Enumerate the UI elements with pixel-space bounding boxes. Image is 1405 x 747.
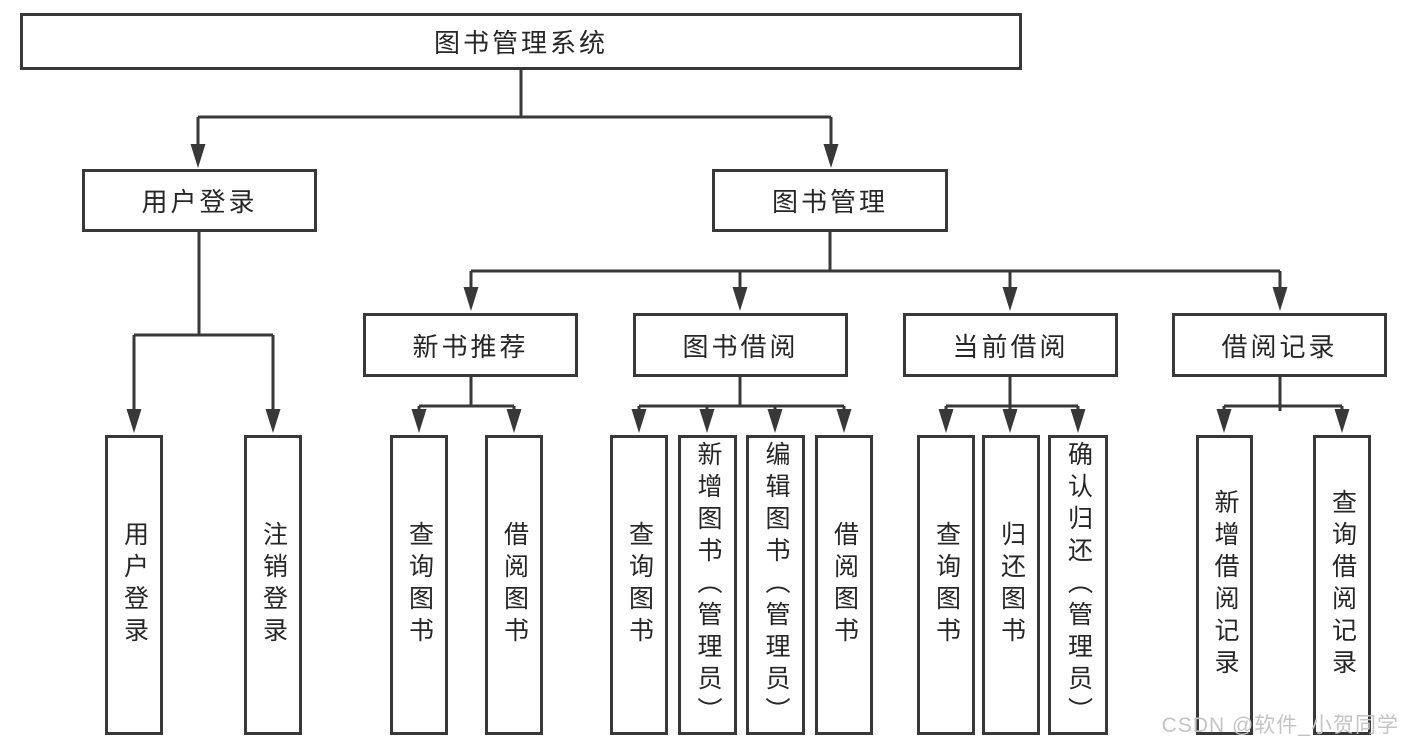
node-label: 查询图书 [932,521,961,649]
node-label: 新书推荐 [412,331,529,362]
leaf-records-query-borrow-record: 查询借阅记录 [1313,435,1371,735]
leaf-current-return-book: 归还图书 [982,435,1040,735]
leaf-borrowing-query-book: 查询图书 [610,435,668,735]
node-label: 确认归还（管理员） [1064,441,1093,729]
node-label: 查询图书 [405,521,434,649]
leaf-logout: 注销登录 [244,435,302,735]
node-label: 查询借阅记录 [1328,489,1357,681]
node-label: 归还图书 [997,521,1026,649]
node-label: 注销登录 [259,521,288,649]
node-new-book-recommendation: 新书推荐 [363,313,578,377]
node-label: 查询图书 [625,521,654,649]
leaf-borrowing-borrow-book: 借阅图书 [815,435,873,735]
node-user-login: 用户登录 [82,169,317,232]
node-label: 图书管理 [771,187,888,217]
leaf-recommend-borrow-book: 借阅图书 [485,435,543,735]
node-label: 图书管理系统 [433,28,608,58]
node-borrowing-records: 借阅记录 [1172,313,1387,377]
csdn-watermark: CSDN @软件_小贺同学 [1161,714,1399,737]
leaf-records-add-borrow-record: 新增借阅记录 [1196,435,1253,735]
leaf-recommend-query-book: 查询图书 [390,435,448,735]
leaf-current-query-book: 查询图书 [917,435,975,735]
leaf-borrowing-edit-book-admin: 编辑图书（管理员） [746,435,805,735]
node-library-management-system: 图书管理系统 [20,13,1022,70]
leaf-user-login: 用户登录 [105,435,163,735]
node-label: 新增图书（管理员） [694,441,722,729]
arrowheads [126,144,1350,433]
node-label: 编辑图书（管理员） [762,441,790,729]
node-label: 用户登录 [141,187,258,217]
leaf-borrowing-add-book-admin: 新增图书（管理员） [678,435,737,735]
leaf-current-confirm-return-admin: 确认归还（管理员） [1048,435,1108,735]
node-label: 图书借阅 [682,331,799,362]
node-book-management: 图书管理 [712,169,948,232]
node-book-borrowing: 图书借阅 [633,313,848,377]
node-label: 借阅图书 [500,521,529,649]
node-label: 借阅图书 [830,521,859,649]
node-current-borrowing: 当前借阅 [903,313,1118,377]
node-label: 当前借阅 [952,331,1069,362]
node-label: 借阅记录 [1221,331,1338,362]
node-label: 新增借阅记录 [1211,489,1239,681]
node-label: 用户登录 [120,521,149,649]
